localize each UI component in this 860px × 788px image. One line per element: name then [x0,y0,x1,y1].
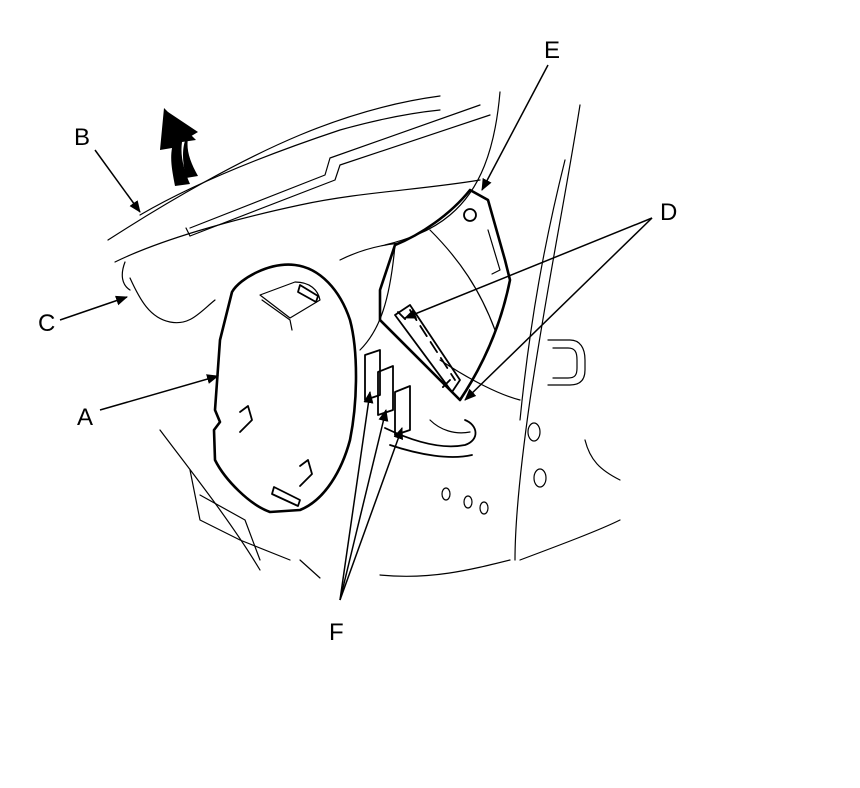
leader-lines [59,64,653,601]
connectors-f [364,349,477,458]
body-pillar [339,91,621,577]
callout-a: A [77,404,93,431]
callout-e: E [544,37,560,64]
upper-trim-panel [107,95,491,324]
callout-d: D [660,199,677,226]
callout-b: B [74,124,90,151]
callout-c: C [38,310,55,337]
cover-component-a [212,263,358,514]
lower-panel [159,429,321,579]
lift-direction-arrow [160,108,198,186]
callout-f: F [329,619,344,646]
clip-bracket [378,188,512,402]
